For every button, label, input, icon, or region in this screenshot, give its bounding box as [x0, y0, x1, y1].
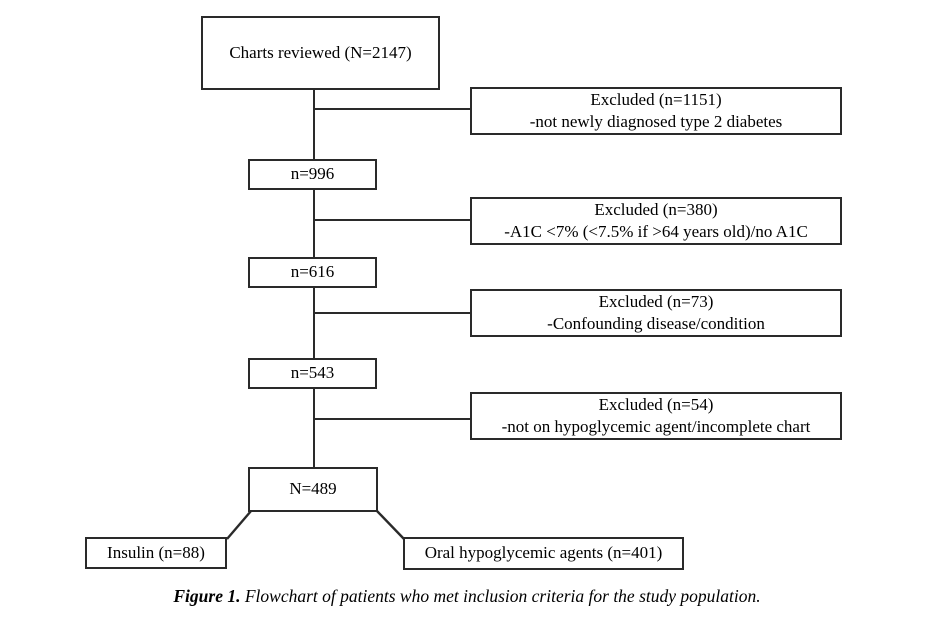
- exclusion-1-title: Excluded (n=1151): [590, 89, 722, 109]
- exclusion-box-4: Excluded (n=54) -not on hypoglycemic age…: [470, 392, 842, 440]
- exclusion-2-reason: -A1C <7% (<7.5% if >64 years old)/no A1C: [504, 222, 808, 241]
- oral-agents-box: Oral hypoglycemic agents (n=401): [403, 537, 684, 570]
- figure-caption-number: Figure 1.: [173, 586, 241, 606]
- exclusion-box-1: Excluded (n=1151) -not newly diagnosed t…: [470, 87, 842, 135]
- figure-caption-text: Flowchart of patients who met inclusion …: [240, 586, 761, 606]
- exclusion-branch-line-4: [314, 418, 472, 420]
- oral-agents-label: Oral hypoglycemic agents (n=401): [424, 543, 663, 563]
- exclusion-box-2: Excluded (n=380) -A1C <7% (<7.5% if >64 …: [470, 197, 842, 245]
- exclusion-branch-line-2: [314, 219, 472, 221]
- exclusion-box-3: Excluded (n=73) -Confounding disease/con…: [470, 289, 842, 337]
- insulin-box: Insulin (n=88): [85, 537, 227, 569]
- charts-reviewed-label: Charts reviewed (N=2147): [229, 42, 412, 62]
- exclusion-4-title: Excluded (n=54): [598, 394, 714, 414]
- n996-box: n=996: [248, 159, 377, 190]
- oral-connector-line: [376, 510, 405, 540]
- exclusion-3-title: Excluded (n=73): [598, 291, 714, 311]
- exclusion-1-reason: -not newly diagnosed type 2 diabetes: [529, 112, 783, 131]
- exclusion-4-reason: -not on hypoglycemic agent/incomplete ch…: [501, 417, 811, 436]
- n616-box: n=616: [248, 257, 377, 288]
- exclusion-branch-line-1: [314, 108, 472, 110]
- n543-label: n=543: [290, 363, 335, 383]
- n489-box: N=489: [248, 467, 378, 512]
- figure-caption: Figure 1. Flowchart of patients who met …: [0, 586, 934, 607]
- insulin-label: Insulin (n=88): [107, 542, 205, 562]
- exclusion-branch-line-3: [314, 312, 472, 314]
- charts-reviewed-box: Charts reviewed (N=2147): [201, 16, 440, 90]
- n996-label: n=996: [290, 164, 335, 184]
- exclusion-3-reason: -Confounding disease/condition: [547, 314, 765, 333]
- n543-box: n=543: [248, 358, 377, 389]
- exclusion-2-title: Excluded (n=380): [594, 199, 718, 219]
- n616-label: n=616: [290, 262, 335, 282]
- n489-label: N=489: [289, 479, 337, 499]
- insulin-connector-line: [226, 510, 252, 540]
